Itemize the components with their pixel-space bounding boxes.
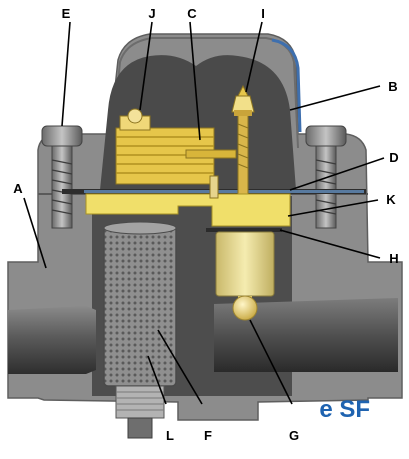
label-J: J bbox=[148, 6, 155, 21]
leader-lines bbox=[23, 21, 385, 405]
model-title: e SF bbox=[319, 396, 370, 423]
outlet-port bbox=[214, 298, 398, 372]
label-E: E bbox=[62, 6, 71, 21]
label-G: G bbox=[289, 428, 299, 443]
label-D: D bbox=[389, 150, 398, 165]
label-F: F bbox=[204, 428, 212, 443]
label-B: B bbox=[388, 79, 397, 94]
strainer-screen bbox=[103, 221, 177, 387]
vent-screw bbox=[119, 108, 151, 131]
label-A: A bbox=[13, 181, 23, 196]
label-K: K bbox=[386, 192, 396, 207]
cover-bolt-right bbox=[305, 125, 347, 229]
valve-mechanism-bracket bbox=[85, 193, 291, 227]
label-H: H bbox=[389, 251, 398, 266]
valve-seat bbox=[231, 84, 255, 195]
label-L: L bbox=[166, 428, 174, 443]
drain-plug bbox=[115, 385, 165, 439]
inlet-port bbox=[8, 306, 96, 374]
cover-gasket-edge bbox=[271, 38, 302, 133]
float bbox=[215, 231, 275, 321]
label-I: I bbox=[261, 6, 265, 21]
cover-bolt-left bbox=[41, 125, 83, 229]
seat-seal bbox=[206, 228, 282, 232]
label-C: C bbox=[187, 6, 197, 21]
air-vent-element bbox=[115, 127, 237, 185]
